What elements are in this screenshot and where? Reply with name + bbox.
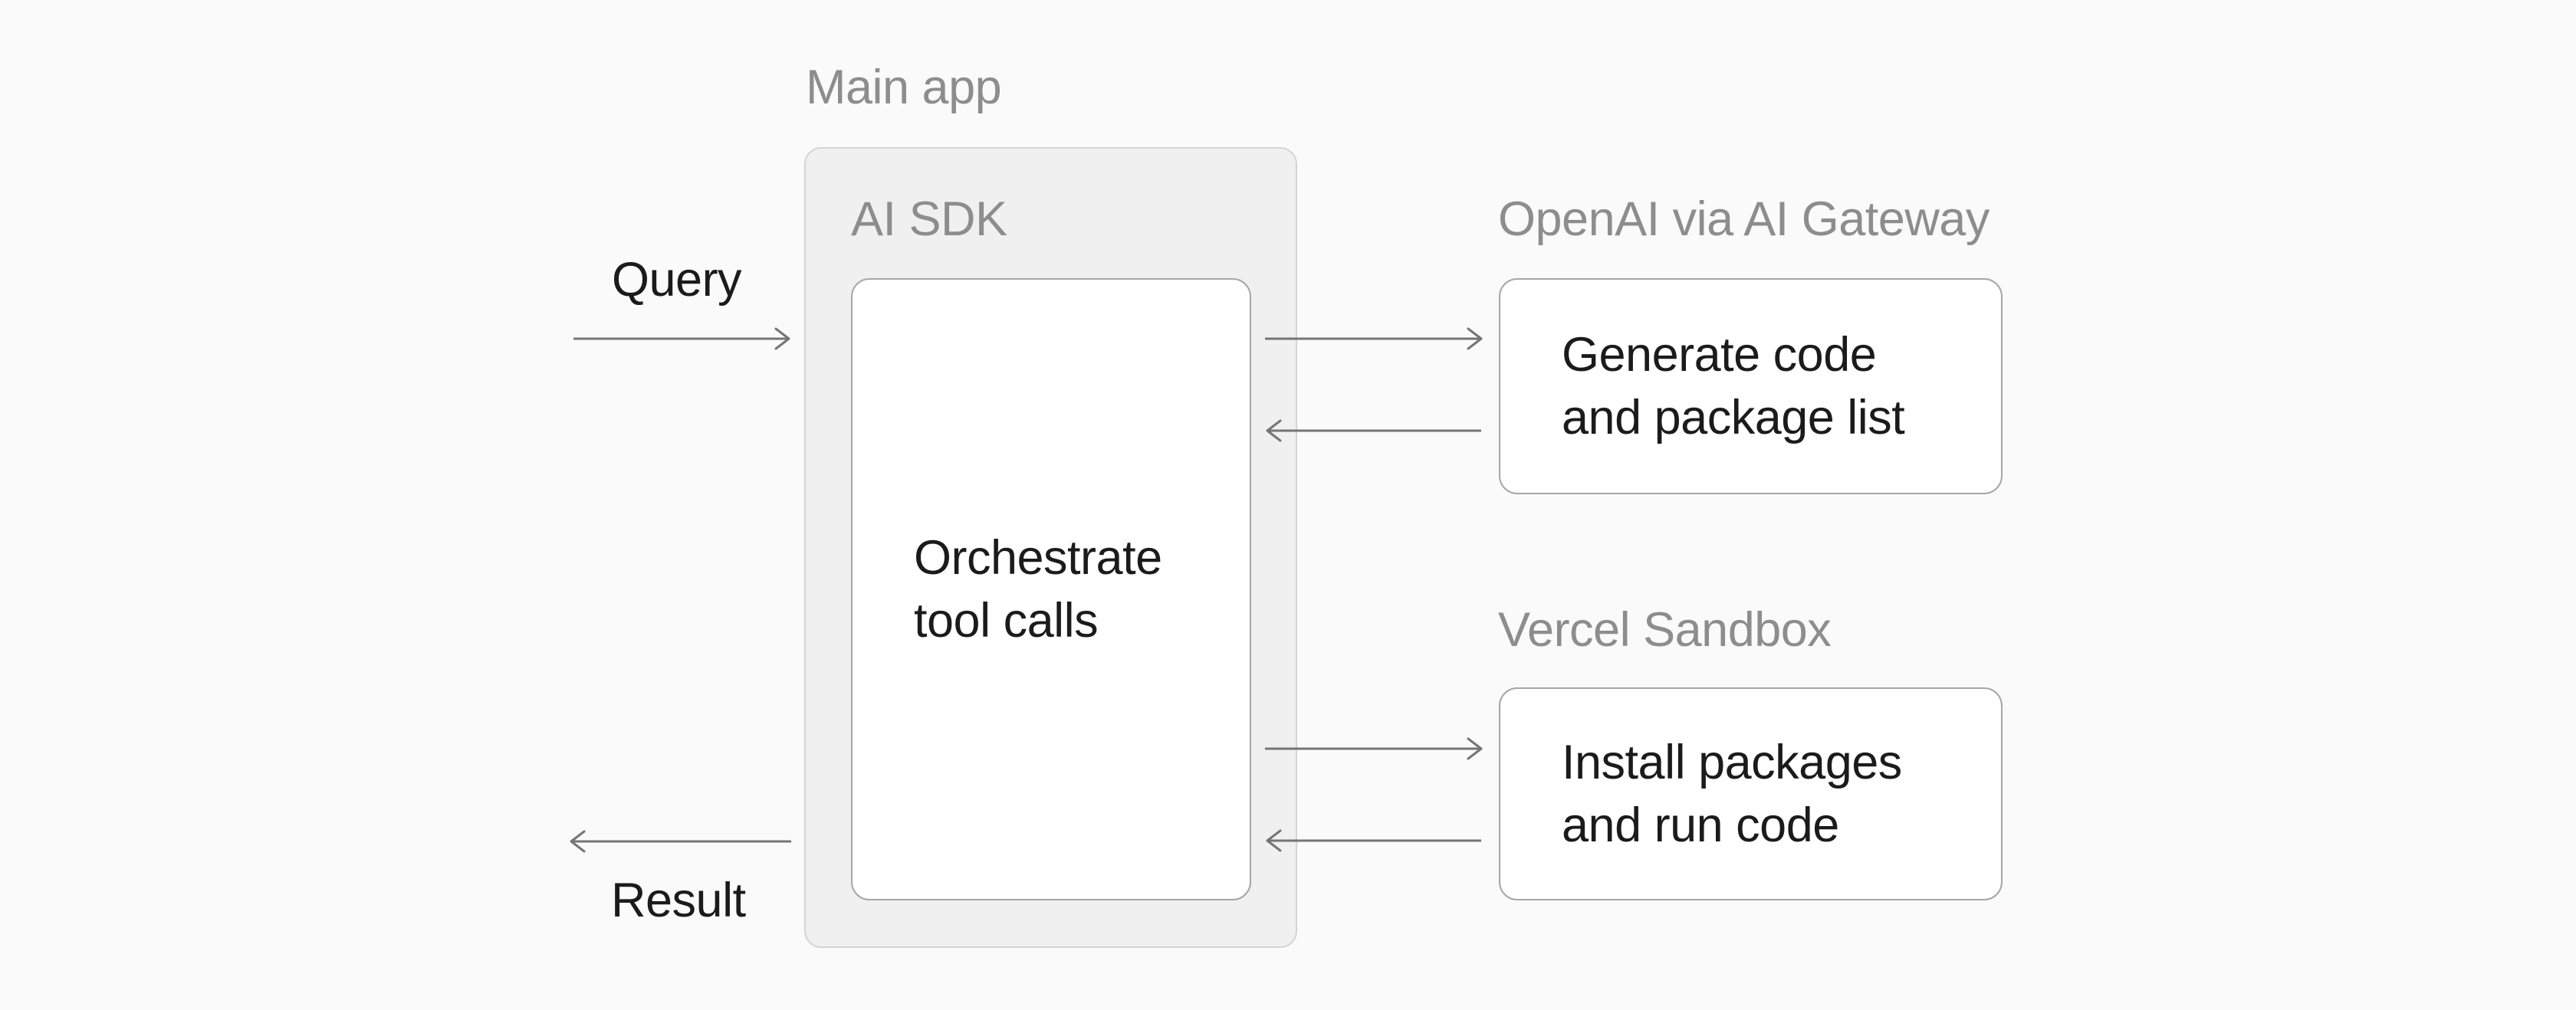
query-arrow: [573, 327, 790, 350]
query-label: Query: [612, 253, 742, 307]
result-arrow: [570, 830, 791, 853]
openai-gateway-label: OpenAI via AI Gateway: [1498, 192, 1990, 246]
main-app-label: Main app: [806, 61, 1002, 114]
vercel-sandbox-label: Vercel Sandbox: [1498, 603, 1832, 657]
sandbox-to-sdk-arrow: [1266, 829, 1481, 852]
openai-node: Generate code and package list: [1499, 278, 2003, 494]
sdk-to-openai-arrow: [1265, 327, 1483, 350]
sandbox-node-text: Install packages and run code: [1562, 736, 1902, 852]
ai-sdk-label: AI SDK: [851, 192, 1007, 246]
orchestrator-node-text: Orchestrate tool calls: [914, 531, 1162, 648]
sdk-to-sandbox-arrow: [1265, 737, 1483, 760]
sandbox-node: Install packages and run code: [1499, 687, 2003, 900]
openai-to-sdk-arrow: [1266, 419, 1481, 442]
result-label: Result: [611, 874, 746, 927]
orchestrator-node: Orchestrate tool calls: [851, 278, 1251, 900]
openai-node-text: Generate code and package list: [1562, 328, 1905, 444]
